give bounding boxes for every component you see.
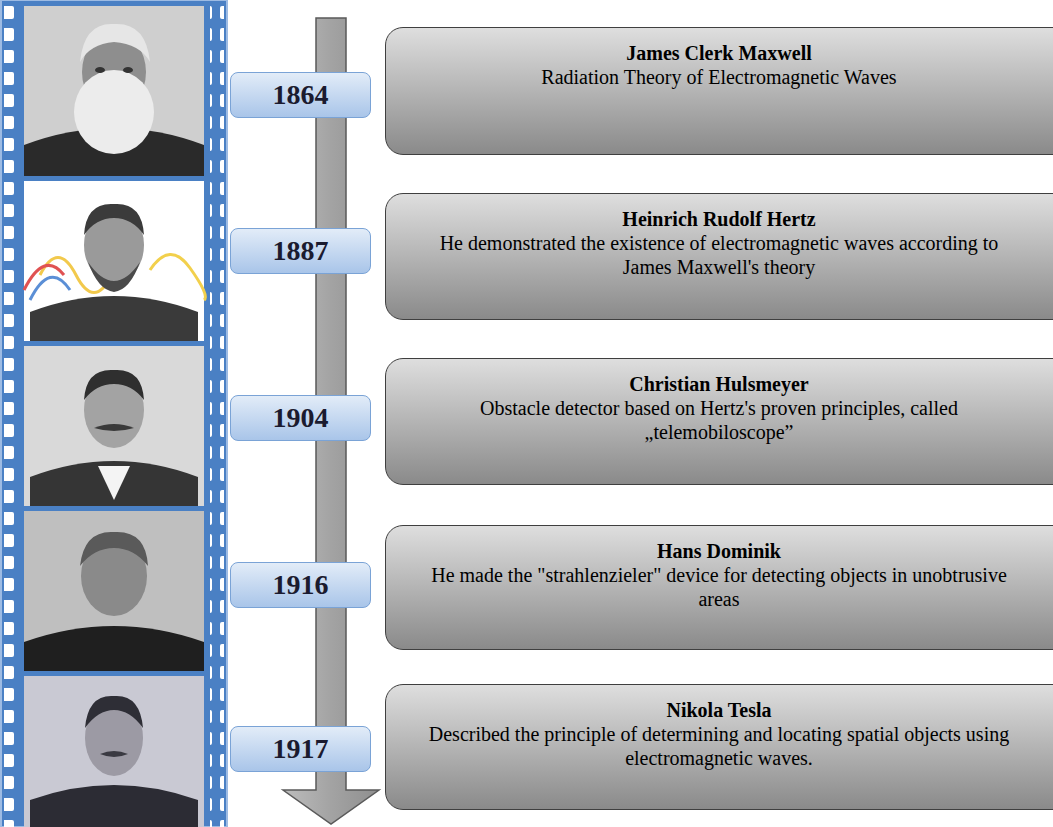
year-box: 1864 <box>230 72 371 118</box>
event-description: Described the principle of determining a… <box>420 722 1018 770</box>
person-name: James Clerk Maxwell <box>420 41 1018 65</box>
event-description: He made the "strahlenzieler" device for … <box>420 563 1018 611</box>
event-box: Nikola TeslaDescribed the principle of d… <box>385 684 1053 810</box>
event-box: Christian HulsmeyerObstacle detector bas… <box>385 358 1053 485</box>
event-description: Obstacle detector based on Hertz's prove… <box>420 396 1018 444</box>
year-label: 1864 <box>273 78 329 112</box>
year-box: 1916 <box>230 562 371 608</box>
film-strip <box>0 0 228 827</box>
portrait-photo <box>24 6 204 176</box>
event-description: Radiation Theory of Electromagnetic Wave… <box>420 65 1018 89</box>
event-description: He demonstrated the existence of electro… <box>420 231 1018 279</box>
portrait-photo <box>24 346 204 506</box>
person-name: Nikola Tesla <box>420 698 1018 722</box>
year-label: 1904 <box>273 401 329 435</box>
year-label: 1917 <box>273 732 329 766</box>
year-box: 1887 <box>230 228 371 274</box>
year-box: 1917 <box>230 726 371 772</box>
event-box: Heinrich Rudolf HertzHe demonstrated the… <box>385 193 1053 320</box>
year-label: 1887 <box>273 234 329 268</box>
year-box: 1904 <box>230 395 371 441</box>
event-box: James Clerk MaxwellRadiation Theory of E… <box>385 27 1053 155</box>
year-label: 1916 <box>273 568 329 602</box>
event-box: Hans DominikHe made the "strahlenzieler"… <box>385 525 1053 650</box>
portrait-photo <box>24 676 204 827</box>
portrait-photo <box>24 181 205 341</box>
person-name: Hans Dominik <box>420 539 1018 563</box>
portrait-photo <box>24 511 204 671</box>
person-name: Christian Hulsmeyer <box>420 372 1018 396</box>
person-name: Heinrich Rudolf Hertz <box>420 207 1018 231</box>
